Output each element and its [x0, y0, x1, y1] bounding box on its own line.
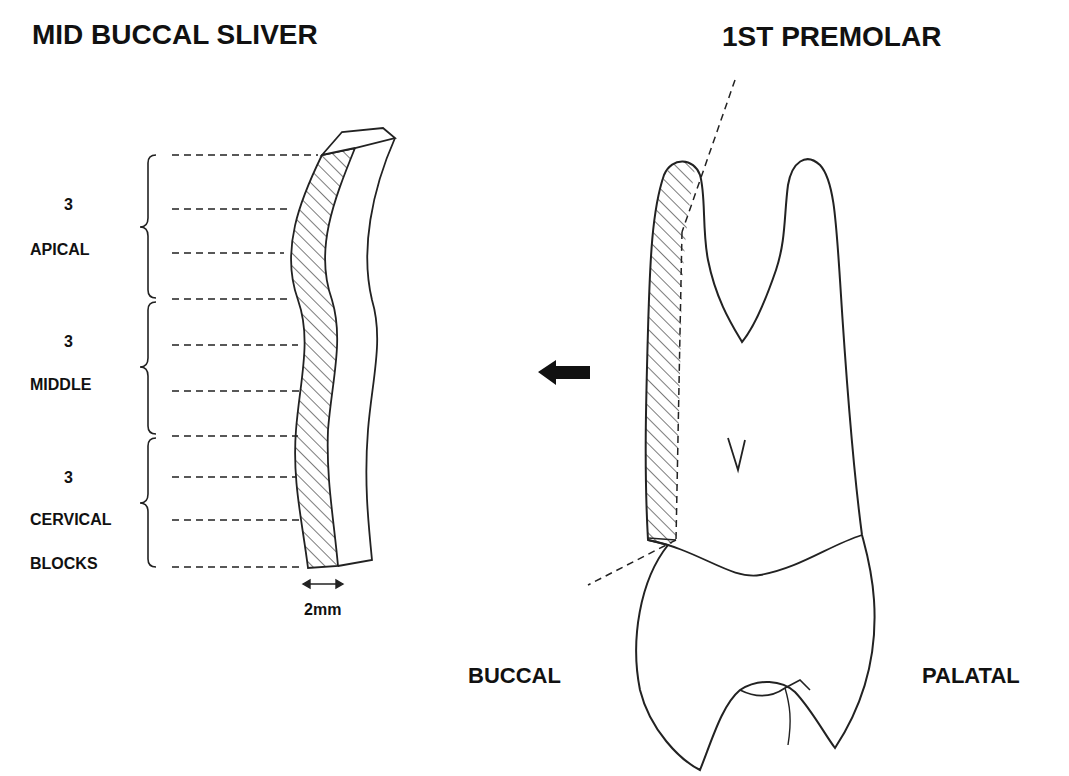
- region-name: BLOCKS: [30, 555, 98, 573]
- dimension: 2mm: [304, 601, 341, 619]
- side-label: PALATAL: [922, 664, 1020, 688]
- panel-title: MID BUCCAL SLIVER: [32, 20, 318, 51]
- block-count: 3: [64, 469, 73, 487]
- region-name: CERVICAL: [30, 511, 112, 529]
- block-count: 3: [64, 333, 73, 351]
- region-name: MIDDLE: [30, 376, 91, 394]
- panel-title: 1ST PREMOLAR: [722, 22, 941, 53]
- side-label: BUCCAL: [468, 664, 561, 688]
- region-name: APICAL: [30, 241, 90, 259]
- block-count: 3: [64, 196, 73, 214]
